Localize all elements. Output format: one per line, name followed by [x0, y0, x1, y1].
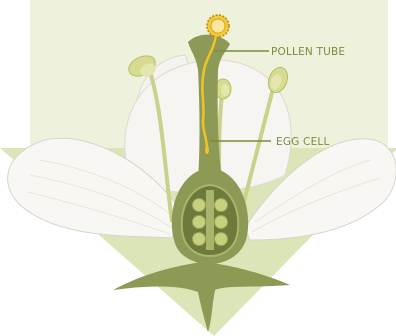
ovule — [215, 216, 228, 229]
pollen-grain — [207, 15, 229, 37]
ovule — [193, 216, 206, 229]
egg-cell-label: EGG CELL — [276, 136, 330, 148]
ovule — [215, 233, 228, 246]
ovule — [215, 199, 228, 212]
pollen-tube-label: POLLEN TUBE — [271, 46, 345, 58]
ovule — [193, 233, 206, 246]
ovule — [193, 199, 206, 212]
egg-cell — [205, 146, 209, 154]
ovary-septum — [206, 190, 214, 250]
